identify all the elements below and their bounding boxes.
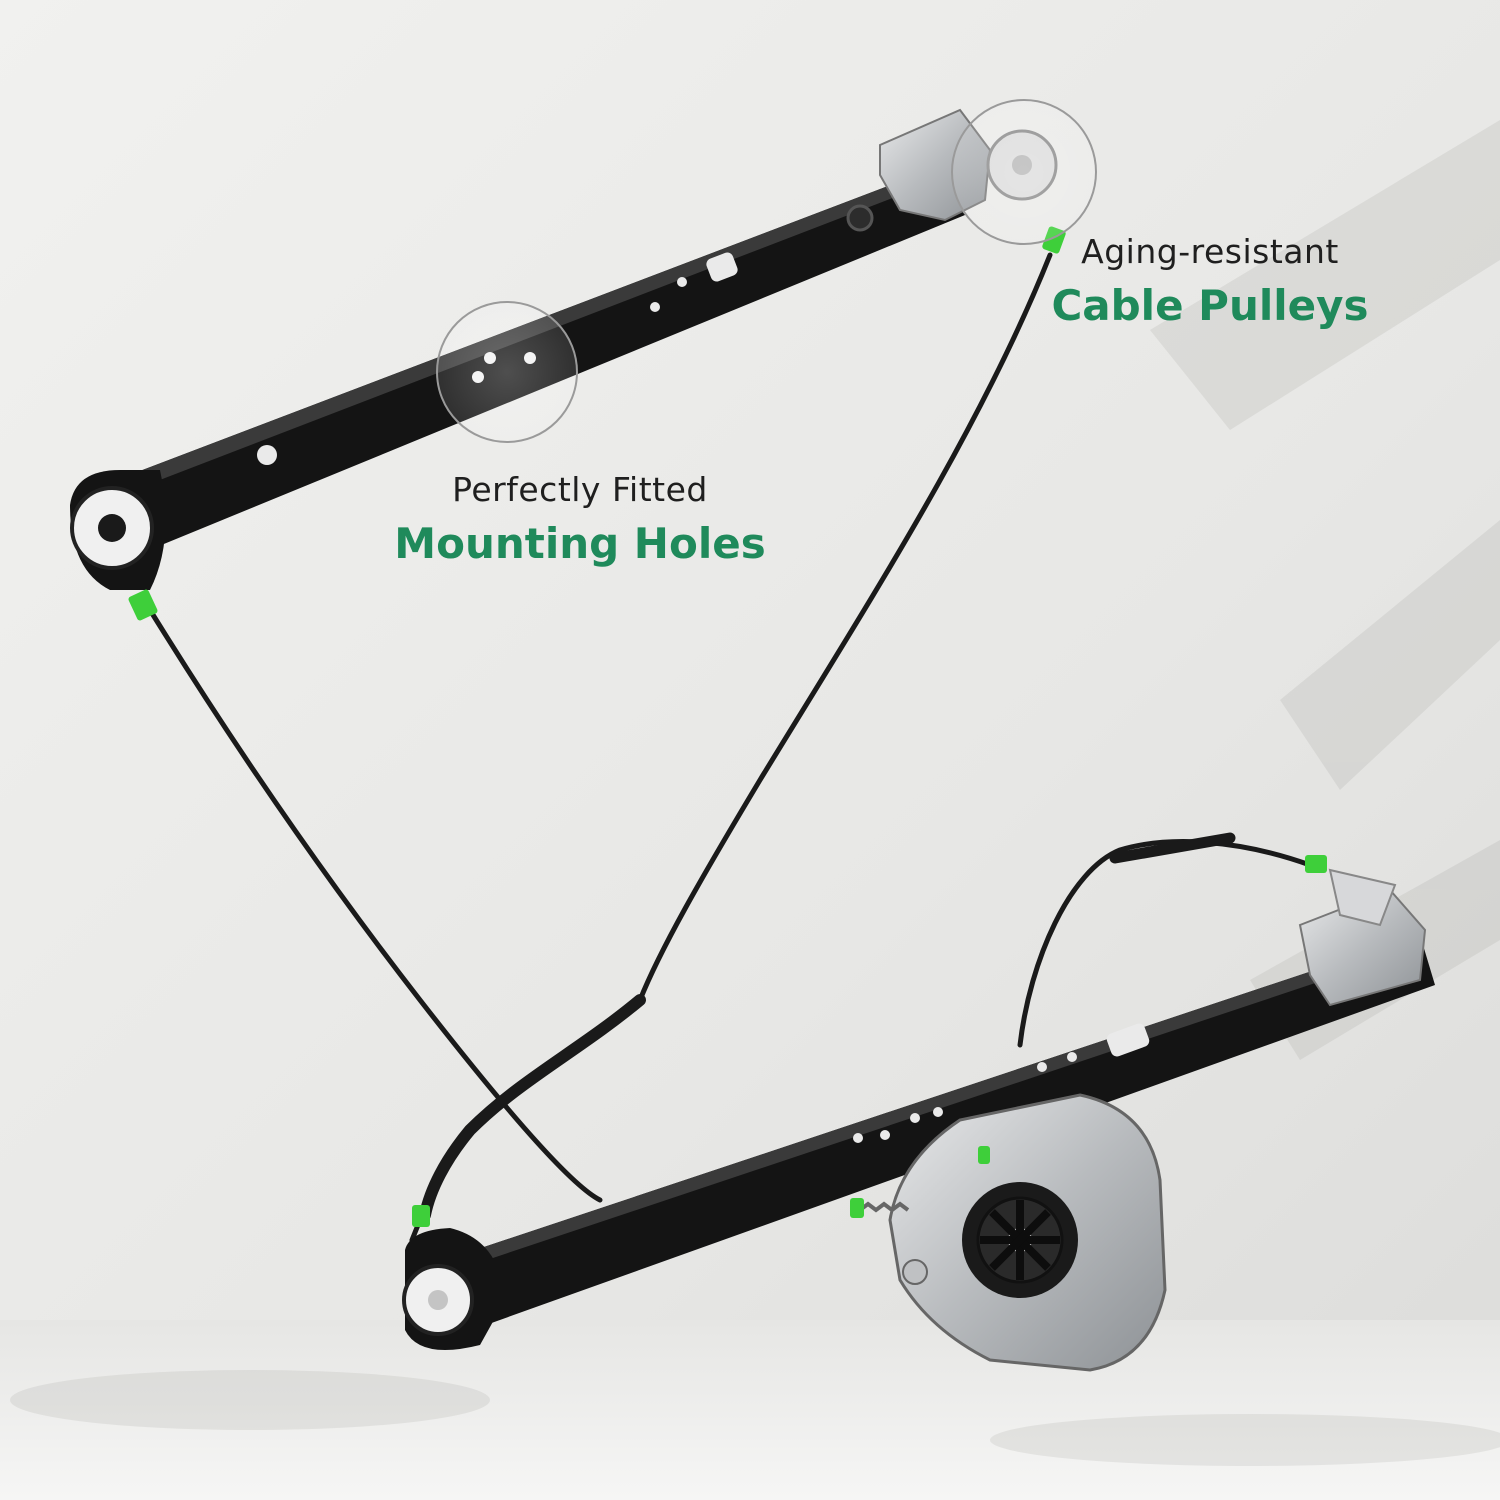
spring — [858, 1201, 910, 1213]
callout-mounting-holes: Perfectly Fitted Mounting Holes — [380, 470, 780, 568]
lens-mounting-holes — [436, 301, 578, 443]
floor-shadows — [10, 1370, 1500, 1466]
callout-mounting-holes-line1: Perfectly Fitted — [452, 470, 708, 509]
clip-lower-right — [1305, 855, 1327, 873]
clip-lower-left — [412, 1205, 430, 1227]
cable-left — [147, 607, 603, 1203]
callout-cable-pulleys-line2: Cable Pulleys — [1051, 281, 1369, 330]
callout-cable-pulleys: Aging-resistant Cable Pulleys — [1020, 232, 1400, 330]
clip-motor-top — [978, 1146, 990, 1164]
floor — [0, 1320, 1500, 1500]
cable-loop-sheath — [1109, 832, 1236, 864]
clip-motor — [850, 1198, 864, 1218]
callout-mounting-holes-line2: Mounting Holes — [394, 519, 766, 568]
cable-right — [637, 252, 1053, 1003]
lower-rail — [402, 855, 1435, 1372]
clip-upper-left — [128, 589, 158, 621]
lens-cable-pulleys — [951, 99, 1097, 245]
cable-loop — [1017, 839, 1313, 1048]
cable-sheath — [419, 994, 646, 1221]
callout-cable-pulleys-line1: Aging-resistant — [1081, 232, 1339, 271]
